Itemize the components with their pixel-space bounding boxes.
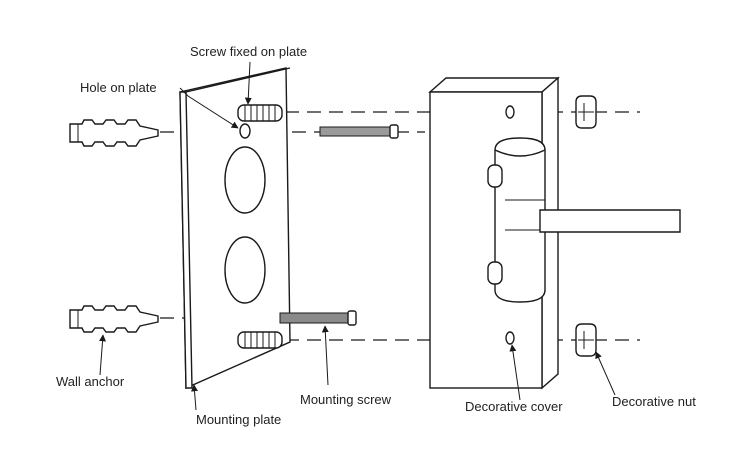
label-hole-on-plate: Hole on plate [80, 80, 157, 95]
mounting-screw-top [319, 124, 399, 139]
plate-cutout-top [224, 146, 266, 214]
decorative-cover [428, 76, 681, 390]
mounting-plate [179, 67, 291, 390]
wall-anchor-bottom [69, 305, 159, 333]
plate-hole-top [239, 123, 251, 139]
mounting-screw-bottom [279, 310, 357, 326]
leader-lines [99, 61, 616, 411]
plate-fixed-screw-top [237, 104, 283, 122]
plate-cutout-bottom [224, 236, 266, 304]
wall-anchor-top [69, 119, 159, 147]
label-screw-fixed-on-plate: Screw fixed on plate [190, 44, 307, 59]
label-decorative-nut: Decorative nut [612, 394, 696, 409]
label-wall-anchor: Wall anchor [56, 374, 125, 389]
label-mounting-screw: Mounting screw [300, 392, 392, 407]
decorative-nut-top [575, 95, 597, 129]
decorative-nut-bottom [575, 323, 597, 357]
label-mounting-plate: Mounting plate [196, 412, 281, 427]
plate-fixed-screw-bottom [237, 331, 283, 349]
label-decorative-cover: Decorative cover [465, 399, 563, 414]
